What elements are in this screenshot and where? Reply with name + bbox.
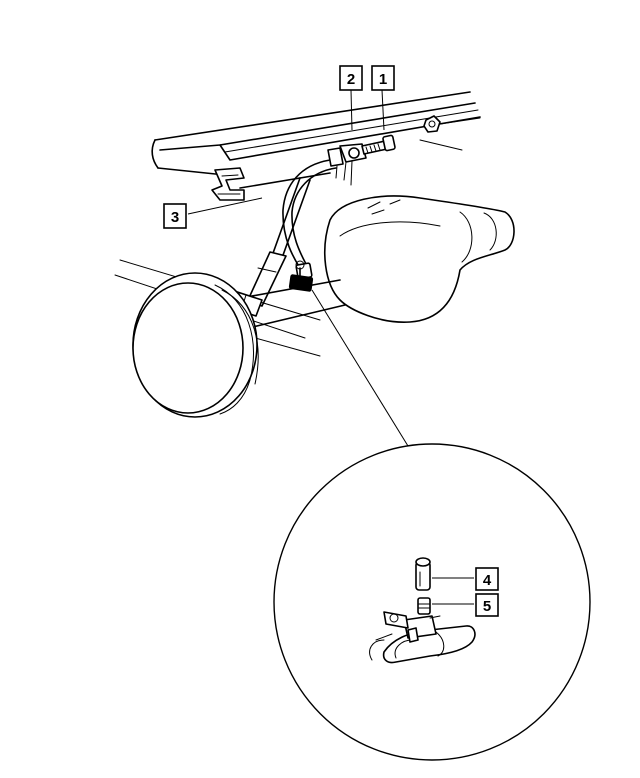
detail-view	[273, 289, 591, 761]
hose-bracket-assembly	[327, 115, 481, 186]
shock-absorber	[247, 177, 311, 307]
leader-2	[350, 89, 353, 131]
callout-3: 3	[163, 203, 187, 229]
leader-3	[187, 197, 263, 215]
callout-2-label: 2	[347, 71, 355, 88]
brake-drum	[132, 272, 259, 418]
callout-5: 5	[475, 593, 499, 617]
frame-rail	[151, 91, 481, 201]
leader-1	[381, 89, 385, 131]
callout-1: 1	[371, 65, 395, 91]
callout-3-label: 3	[171, 209, 179, 226]
callout-4: 4	[475, 567, 499, 591]
callout-leaders	[187, 89, 474, 605]
axle-housing	[114, 195, 515, 357]
callout-2: 2	[339, 65, 363, 91]
callout-4-label: 4	[483, 572, 492, 589]
vent-fitting-on-axle	[288, 260, 314, 292]
detail-circle	[273, 443, 591, 761]
callout-5-label: 5	[483, 598, 491, 615]
callout-1-label: 1	[379, 71, 387, 88]
